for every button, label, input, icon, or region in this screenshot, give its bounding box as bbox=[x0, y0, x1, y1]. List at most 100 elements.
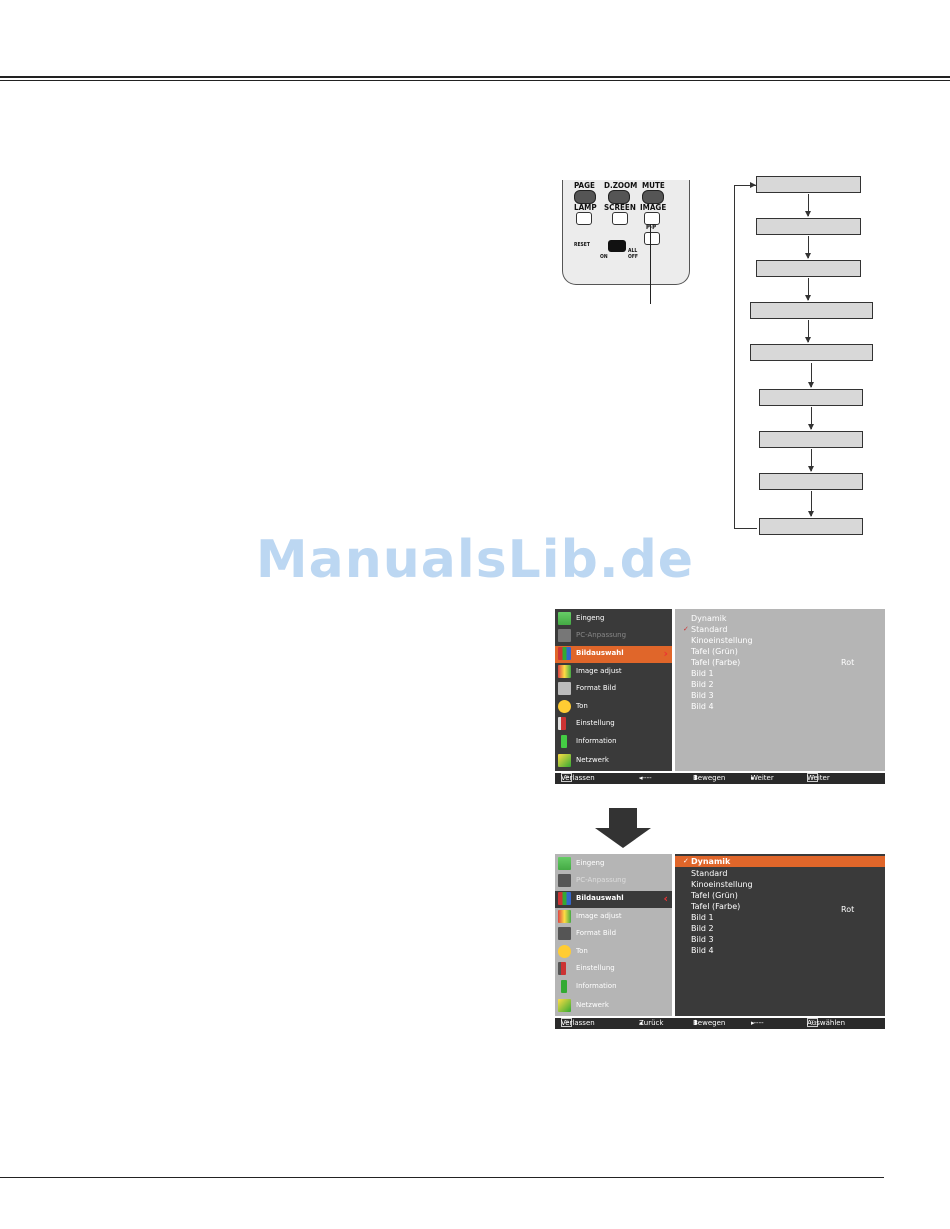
sidebar-item-format-bild[interactable]: Format Bild bbox=[555, 681, 672, 698]
network-icon bbox=[558, 754, 571, 767]
menu-key-icon: ▭ bbox=[561, 773, 572, 782]
footer-rule bbox=[0, 1177, 884, 1178]
menu-footer: ▭Verlassen ◂ ----- ⬍ Bewegen ▸ Weiter ▭W… bbox=[555, 773, 885, 784]
information-icon bbox=[561, 980, 567, 993]
image-button-callout-line bbox=[650, 224, 651, 304]
option-bild-2[interactable]: Bild 2 bbox=[691, 680, 714, 689]
menu-options-panel: Dynamik ✓Standard Kinoeinstellung Tafel … bbox=[675, 609, 885, 771]
dzoom-label: D.ZOOM bbox=[604, 181, 638, 190]
sidebar-item-image-adjust[interactable]: Image adjust bbox=[555, 909, 672, 926]
flow-box-6 bbox=[759, 389, 863, 406]
check-icon: ✓ bbox=[683, 857, 689, 865]
left-arrow-icon: ◂ bbox=[639, 1019, 643, 1027]
option-kinoeinstellung[interactable]: Kinoeinstellung bbox=[691, 880, 753, 889]
footer-exit: Verlassen bbox=[561, 774, 595, 782]
right-arrow-icon: ▸ bbox=[751, 774, 755, 782]
loop-arrowhead bbox=[750, 182, 756, 188]
sidebar-item-eingang[interactable]: Eingeng bbox=[555, 856, 672, 873]
sidebar-item-netzwerk[interactable]: Netzwerk bbox=[555, 753, 672, 770]
right-arrow-icon: ▸ bbox=[751, 1019, 755, 1027]
flow-box-7 bbox=[759, 431, 863, 448]
sidebar-item-image-adjust[interactable]: Image adjust bbox=[555, 664, 672, 681]
footer-move: Bewegen bbox=[693, 774, 726, 782]
option-tafel-gruen[interactable]: Tafel (Grün) bbox=[691, 647, 738, 656]
sidebar-item-netzwerk[interactable]: Netzwerk bbox=[555, 998, 672, 1015]
dzoom-button[interactable] bbox=[608, 190, 630, 204]
image-label: IMAGE bbox=[640, 203, 667, 212]
osd-menu-after: Eingeng PC-Anpassung Bildauswahl‹ Image … bbox=[555, 854, 885, 1030]
power-switch[interactable] bbox=[608, 240, 626, 252]
flow-arrow-8 bbox=[808, 491, 814, 517]
select-key-icon: ▭ bbox=[807, 773, 818, 782]
menu-options-panel: ✓Dynamik Standard Kinoeinstellung Tafel … bbox=[675, 854, 885, 1016]
sidebar-item-ton[interactable]: Ton bbox=[555, 699, 672, 716]
footer-exit: Verlassen bbox=[561, 1019, 595, 1027]
sidebar-item-bildauswahl[interactable]: Bildauswahl‹ bbox=[555, 891, 672, 908]
mute-button[interactable] bbox=[642, 190, 664, 204]
menu-footer: ▭Verlassen ◂ Zurück ⬍ Bewegen ▸ ----- ▭A… bbox=[555, 1018, 885, 1029]
screen-format-icon bbox=[558, 682, 571, 695]
flow-arrow-5 bbox=[808, 363, 814, 388]
flow-box-2 bbox=[756, 218, 861, 235]
option-tafel-gruen[interactable]: Tafel (Grün) bbox=[691, 891, 738, 900]
image-adjust-icon bbox=[558, 910, 571, 923]
input-icon bbox=[558, 612, 571, 625]
image-adjust-icon bbox=[558, 665, 571, 678]
option-dynamik[interactable]: ✓Dynamik bbox=[675, 856, 885, 867]
watermark-text: ManualsLib.de bbox=[255, 530, 695, 590]
option-bild-4[interactable]: Bild 4 bbox=[691, 702, 714, 711]
flow-arrow-7 bbox=[808, 449, 814, 472]
option-bild-1[interactable]: Bild 1 bbox=[691, 669, 714, 678]
loop-return-line bbox=[734, 185, 757, 529]
sidebar-item-eingang[interactable]: Eingeng bbox=[555, 611, 672, 628]
flow-box-8 bbox=[759, 473, 863, 490]
sidebar-item-einstellung[interactable]: Einstellung bbox=[555, 961, 672, 978]
page-button[interactable] bbox=[574, 190, 596, 204]
option-tafel-farbe[interactable]: Tafel (Farbe)Rot bbox=[691, 658, 855, 667]
flow-arrow-6 bbox=[808, 407, 814, 430]
option-standard[interactable]: Standard bbox=[691, 869, 728, 878]
check-icon: ✓ bbox=[683, 625, 689, 633]
network-icon bbox=[558, 999, 571, 1012]
image-button[interactable] bbox=[644, 212, 660, 225]
menu-sidebar: Eingeng PC-Anpassung Bildauswahl‹ Image … bbox=[555, 854, 672, 1016]
up-down-arrow-icon: ⬍ bbox=[693, 1019, 699, 1027]
chevron-left-icon: ‹ bbox=[663, 892, 668, 905]
sound-icon bbox=[558, 700, 571, 713]
sidebar-item-pc-anpassung[interactable]: PC-Anpassung bbox=[555, 628, 672, 645]
sidebar-item-information[interactable]: Information bbox=[555, 979, 672, 996]
footer-back: ----- bbox=[639, 774, 652, 782]
pip-label: P-P bbox=[646, 224, 657, 231]
option-tafel-farbe[interactable]: Tafel (Farbe)Rot bbox=[691, 902, 855, 914]
sidebar-item-einstellung[interactable]: Einstellung bbox=[555, 716, 672, 733]
sidebar-item-format-bild[interactable]: Format Bild bbox=[555, 926, 672, 943]
screen-button[interactable] bbox=[612, 212, 628, 225]
option-bild-2[interactable]: Bild 2 bbox=[691, 924, 714, 933]
mute-label: MUTE bbox=[642, 181, 665, 190]
option-bild-1[interactable]: Bild 1 bbox=[691, 913, 714, 922]
transition-arrow-icon bbox=[595, 808, 651, 848]
sidebar-item-bildauswahl[interactable]: Bildauswahl› bbox=[555, 646, 672, 663]
sidebar-item-information[interactable]: Information bbox=[555, 734, 672, 751]
sidebar-item-pc-anpassung[interactable]: PC-Anpassung bbox=[555, 873, 672, 890]
osd-menu-before: Eingeng PC-Anpassung Bildauswahl› Image … bbox=[555, 609, 885, 785]
pip-button[interactable] bbox=[644, 232, 660, 245]
page-label: PAGE bbox=[574, 181, 595, 190]
footer-move: Bewegen bbox=[693, 1019, 726, 1027]
flow-box-1 bbox=[756, 176, 861, 193]
flow-arrow-1 bbox=[805, 194, 811, 217]
sound-icon bbox=[558, 945, 571, 958]
option-bild-3[interactable]: Bild 3 bbox=[691, 691, 714, 700]
header-rule-thick bbox=[0, 76, 950, 78]
sidebar-item-ton[interactable]: Ton bbox=[555, 944, 672, 961]
option-dynamik[interactable]: Dynamik bbox=[691, 614, 727, 623]
header-rule-thin bbox=[0, 80, 950, 81]
pc-adjust-icon bbox=[558, 629, 571, 642]
flow-arrow-4 bbox=[805, 320, 811, 343]
lamp-button[interactable] bbox=[576, 212, 592, 225]
option-bild-4[interactable]: Bild 4 bbox=[691, 946, 714, 955]
option-bild-3[interactable]: Bild 3 bbox=[691, 935, 714, 944]
left-arrow-icon: ◂ bbox=[639, 774, 643, 782]
option-kinoeinstellung[interactable]: Kinoeinstellung bbox=[691, 636, 753, 645]
option-standard[interactable]: ✓Standard bbox=[683, 625, 728, 634]
